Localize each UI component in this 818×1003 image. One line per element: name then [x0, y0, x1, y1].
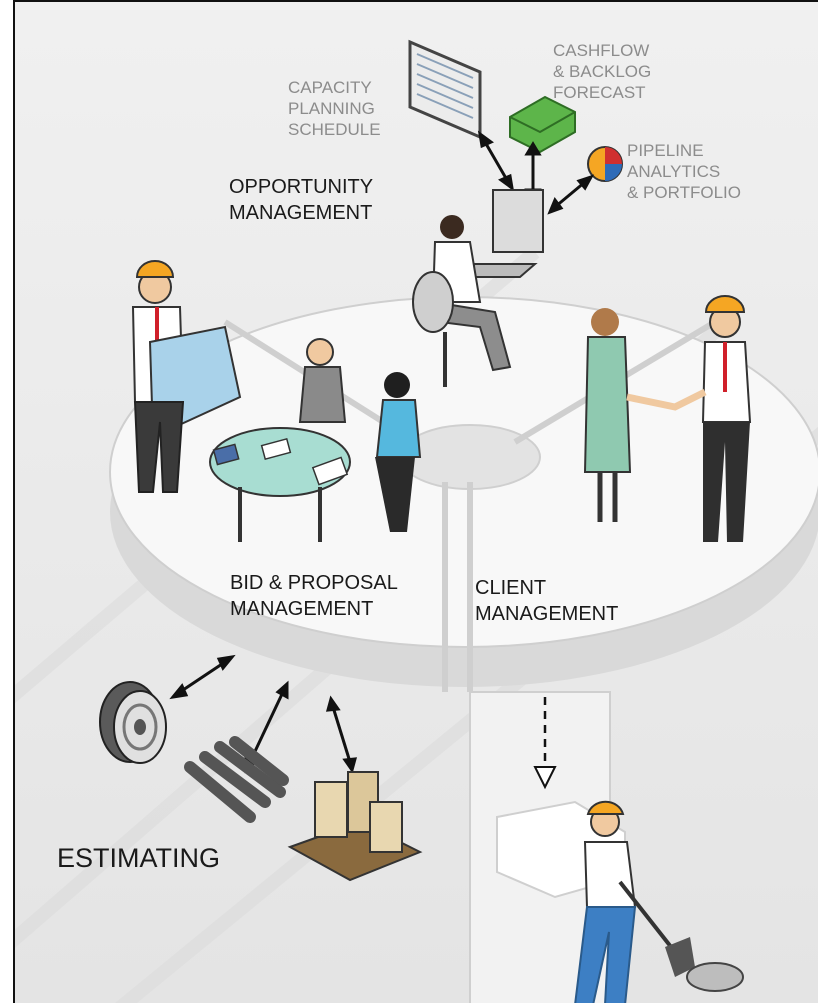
meeting-group — [209, 338, 422, 542]
bid-proposal-management-label: BID & PROPOSAL MANAGEMENT — [230, 570, 398, 622]
illustration-frame: CAPACITY PLANNING SCHEDULE CASHFLOW & BA… — [13, 0, 818, 1003]
illustration — [15, 39, 818, 1003]
cashflow-backlog-label: CASHFLOW & BACKLOG FORECAST — [553, 40, 651, 103]
capacity-planning-label: CAPACITY PLANNING SCHEDULE — [288, 77, 381, 140]
flow-arrows-top — [477, 130, 595, 215]
cashflow-line-2: & BACKLOG — [553, 62, 652, 81]
opportunity-management-label: OPPORTUNITY MANAGEMENT — [229, 174, 373, 226]
pipeline-analytics-label: PIPELINE ANALYTICS & PORTFOLIO — [627, 140, 741, 203]
pipes-icon — [184, 736, 289, 823]
estimating-arrows — [169, 654, 358, 774]
pipeline-line-1: PIPELINE — [627, 141, 704, 160]
cashflow-line-1: CASHFLOW — [553, 41, 650, 60]
capacity-line-2: PLANNING — [288, 99, 375, 118]
schedule-board-icon — [408, 39, 482, 140]
handshake-group — [583, 295, 752, 542]
bid-line-1: BID & PROPOSAL — [230, 572, 398, 594]
pipeline-line-2: ANALYTICS — [627, 162, 721, 181]
client-management-label: CLIENT MANAGEMENT — [475, 575, 618, 627]
client-line-1: CLIENT — [475, 577, 547, 599]
pallet-boxes-icon — [287, 771, 423, 882]
cashflow-line-3: FORECAST — [553, 83, 646, 102]
opportunity-worker — [412, 189, 544, 387]
opportunity-line-2: MANAGEMENT — [229, 202, 373, 224]
opportunity-line-1: OPPORTUNITY — [229, 176, 374, 198]
bid-line-2: MANAGEMENT — [230, 598, 374, 620]
digger-worker — [574, 800, 744, 1003]
dashed-arrow — [533, 697, 557, 790]
platform — [109, 296, 818, 692]
capacity-line-3: SCHEDULE — [288, 120, 381, 139]
cash-stack-icon — [509, 95, 576, 154]
pie-chart-icon — [587, 146, 623, 182]
blueprint-engineer — [131, 260, 242, 493]
cable-spool-icon — [99, 681, 167, 764]
client-line-2: MANAGEMENT — [475, 603, 619, 625]
capacity-line-1: CAPACITY — [288, 78, 372, 97]
pipeline-line-3: & PORTFOLIO — [627, 183, 741, 202]
estimating-label: ESTIMATING — [57, 843, 221, 873]
